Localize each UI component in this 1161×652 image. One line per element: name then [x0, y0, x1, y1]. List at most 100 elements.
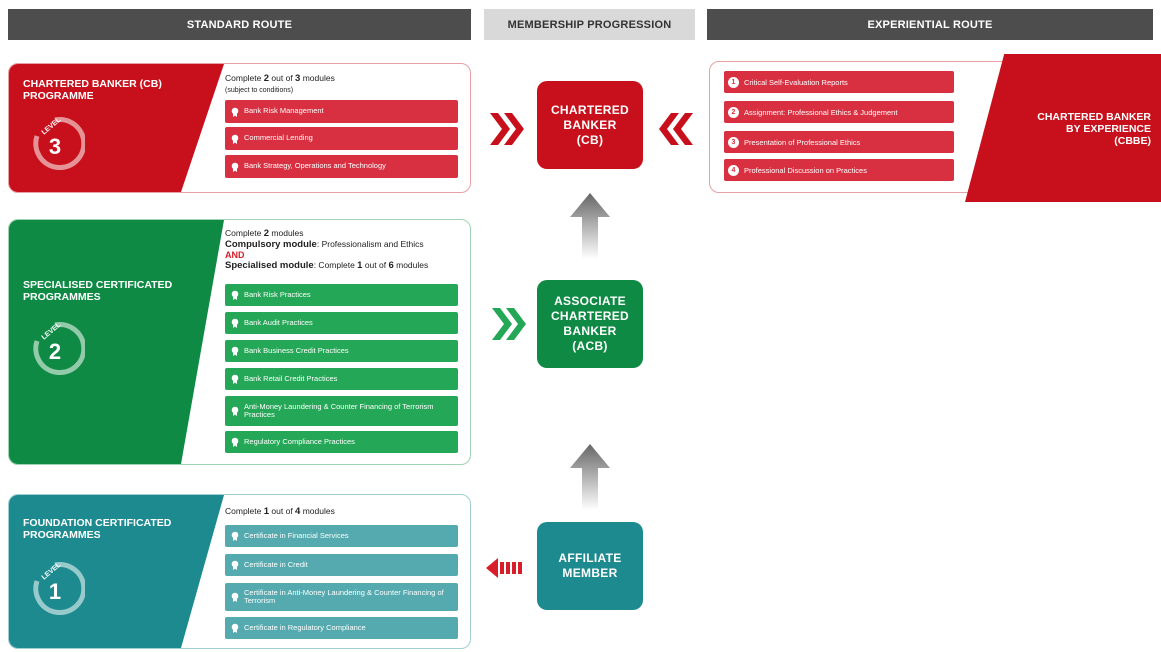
experiential-item[interactable]: 4 Professional Discussion on Practices [724, 159, 954, 181]
chartered-banker-node[interactable]: CHARTERED BANKER (CB) [537, 81, 643, 169]
level-1-intro: Complete 1 out of 4 modules [225, 506, 335, 517]
module-label: Commercial Lending [244, 133, 313, 143]
specialised-label: Specialised module [225, 260, 314, 271]
item-number-badge: 1 [728, 76, 739, 88]
experiential-item-label: Professional Discussion on Practices [744, 165, 867, 175]
module-label: Bank Business Credit Practices [244, 345, 349, 355]
level-2-module[interactable]: Bank Audit Practices [225, 312, 458, 334]
specialised-n1: 1 [357, 260, 363, 271]
module-label: Bank Strategy, Operations and Technology [244, 161, 386, 171]
module-label: Bank Audit Practices [244, 317, 313, 327]
level-1-module[interactable]: Certificate in Credit [225, 554, 458, 576]
certificate-icon [231, 406, 239, 416]
module-label: Bank Risk Practices [244, 289, 311, 299]
level-1-intro-pre: Complete [225, 506, 264, 516]
level-3-band: CHARTERED BANKER (CB) PROGRAMME LEVEL 3 … [8, 63, 471, 193]
arrow-up-icon [570, 444, 610, 510]
level-2-module[interactable]: Bank Risk Practices [225, 284, 458, 306]
level-1-intro-post: modules [300, 506, 335, 516]
module-label: Certificate in Financial Services [244, 530, 349, 540]
certificate-icon [231, 346, 239, 356]
level-3-module[interactable]: Bank Risk Management [225, 100, 458, 123]
level-1-band: FOUNDATION CERTIFICATED PROGRAMMES LEVEL… [8, 494, 471, 649]
module-label: Bank Risk Management [244, 106, 324, 116]
affiliate-member-node[interactable]: AFFILIATE MEMBER [537, 522, 643, 610]
experiential-item[interactable]: 3 Presentation of Professional Ethics [724, 131, 954, 153]
certificate-icon [231, 623, 239, 633]
standard-route-header: STANDARD ROUTE [8, 9, 471, 40]
specialised-post: modules [393, 260, 429, 270]
level-2-number: 2 [49, 339, 61, 364]
level-1-module[interactable]: Certificate in Financial Services [225, 525, 458, 547]
certificate-icon [231, 134, 239, 144]
certificate-icon [231, 560, 239, 570]
level-2-badge-icon: LEVEL 2 [33, 321, 85, 376]
certificate-icon [231, 318, 239, 328]
experiential-item-label: Critical Self-Evaluation Reports [744, 77, 848, 87]
compulsory-label: Compulsory module [225, 239, 317, 250]
certificate-icon [231, 162, 239, 172]
associate-chartered-banker-node[interactable]: ASSOCIATE CHARTERED BANKER (ACB) [537, 280, 643, 368]
certificate-icon [231, 374, 239, 384]
level-3-intro-n1: 2 [263, 73, 270, 84]
specialised-mid: out of [362, 260, 389, 270]
level-1-intro-mid: out of [269, 506, 296, 516]
certificate-icon [231, 531, 239, 541]
level-1-module[interactable]: Certificate in Regulatory Compliance [225, 617, 458, 639]
level-3-module[interactable]: Commercial Lending [225, 127, 458, 150]
specialised-n2: 6 [388, 260, 394, 271]
membership-progression-header: MEMBERSHIP PROGRESSION [484, 9, 695, 40]
item-number-badge: 2 [728, 106, 739, 118]
module-label: Regulatory Compliance Practices [244, 436, 355, 446]
level-1-number: 1 [49, 579, 61, 604]
level-2-module[interactable]: Bank Business Credit Practices [225, 340, 458, 362]
level-2-module[interactable]: Bank Retail Credit Practices [225, 368, 458, 390]
module-label: Certificate in Regulatory Compliance [244, 622, 366, 632]
level-1-badge-icon: LEVEL 1 [33, 561, 85, 616]
level-2-intro: Complete 2 modules Compulsory module: Pr… [225, 228, 428, 271]
level-3-intro-mid: out of [269, 73, 296, 83]
level-1-intro-n1: 1 [263, 506, 270, 517]
level-2-title: SPECIALISED CERTIFICATED PROGRAMMES [23, 279, 173, 303]
level-2-intro-n1: 2 [263, 228, 270, 239]
cbbe-shape [965, 54, 1161, 202]
level-3-module[interactable]: Bank Strategy, Operations and Technology [225, 155, 458, 178]
arrow-left-icon [486, 558, 522, 578]
compulsory-text: : Professionalism and Ethics [316, 239, 424, 249]
certificate-icon [231, 592, 239, 602]
and-label: AND [225, 250, 245, 260]
item-number-badge: 3 [728, 136, 739, 148]
module-label: Certificate in Credit [244, 559, 308, 569]
experiential-item-label: Assignment: Professional Ethics & Judgem… [744, 107, 898, 117]
experiential-item[interactable]: 2 Assignment: Professional Ethics & Judg… [724, 101, 954, 123]
level-3-intro-sub: (subject to conditions) [225, 87, 294, 94]
certificate-icon [231, 437, 239, 447]
module-label: Certificate in Anti-Money Laundering & C… [244, 587, 444, 605]
level-3-number: 3 [49, 134, 61, 159]
level-1-intro-n2: 4 [295, 506, 301, 517]
module-label: Anti-Money Laundering & Counter Financin… [244, 401, 434, 419]
level-2-module[interactable]: Anti-Money Laundering & Counter Financin… [225, 396, 458, 426]
level-3-intro-pre: Complete [225, 73, 264, 83]
arrow-up-icon [570, 193, 610, 259]
level-3-intro-post: modules [300, 73, 335, 83]
level-3-intro-n2: 3 [295, 73, 301, 84]
level-2-module[interactable]: Regulatory Compliance Practices [225, 431, 458, 453]
level-1-title: FOUNDATION CERTIFICATED PROGRAMMES [23, 517, 172, 541]
experiential-item-label: Presentation of Professional Ethics [744, 137, 861, 147]
level-2-band: SPECIALISED CERTIFICATED PROGRAMMES LEVE… [8, 219, 471, 465]
experiential-item[interactable]: 1 Critical Self-Evaluation Reports [724, 71, 954, 93]
chevron-right-icon [492, 308, 526, 340]
level-2-intro-pre: Complete [225, 228, 264, 238]
certificate-icon [231, 107, 239, 117]
item-number-badge: 4 [728, 164, 739, 176]
level-2-intro-post: modules [269, 228, 304, 238]
level-3-title: CHARTERED BANKER (CB) PROGRAMME [23, 78, 162, 102]
chevron-left-icon [659, 113, 693, 145]
certificate-icon [231, 290, 239, 300]
module-label: Bank Retail Credit Practices [244, 373, 338, 383]
specialised-pre: : Complete [313, 260, 358, 270]
level-1-module[interactable]: Certificate in Anti-Money Laundering & C… [225, 583, 458, 611]
cbbe-title: CHARTERED BANKER BY EXPERIENCE (CBBE) [1037, 111, 1151, 147]
chevron-right-icon [490, 113, 524, 145]
